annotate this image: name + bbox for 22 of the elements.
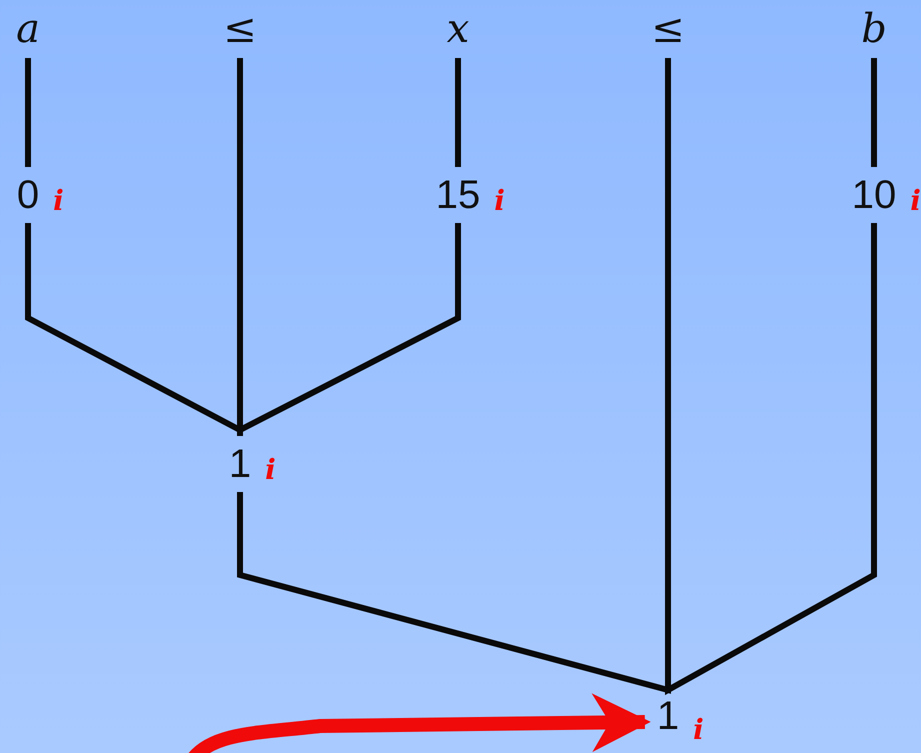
math-symbol: b <box>861 6 887 52</box>
arrow <box>186 693 651 753</box>
value-label: 1 <box>656 694 680 738</box>
value-label: 10 <box>852 173 896 217</box>
math-symbol: a <box>16 6 40 52</box>
index-label: i <box>693 716 704 744</box>
tree-line <box>237 492 671 694</box>
tree-line <box>25 58 31 167</box>
tree-line <box>455 58 461 167</box>
tree-line <box>665 223 877 696</box>
index-label: i <box>53 187 64 215</box>
index-label: i <box>910 187 921 215</box>
math-symbol: ≤ <box>651 6 685 52</box>
value-label: 0 <box>16 173 40 217</box>
value-label: 15 <box>436 173 480 217</box>
math-symbol: ≤ <box>223 6 257 52</box>
tree-line <box>665 58 671 688</box>
index-label: i <box>265 456 276 484</box>
tree-line <box>871 58 877 167</box>
math-symbol: x <box>446 6 470 52</box>
index-label: i <box>494 187 505 215</box>
value-label: 1 <box>228 442 252 486</box>
